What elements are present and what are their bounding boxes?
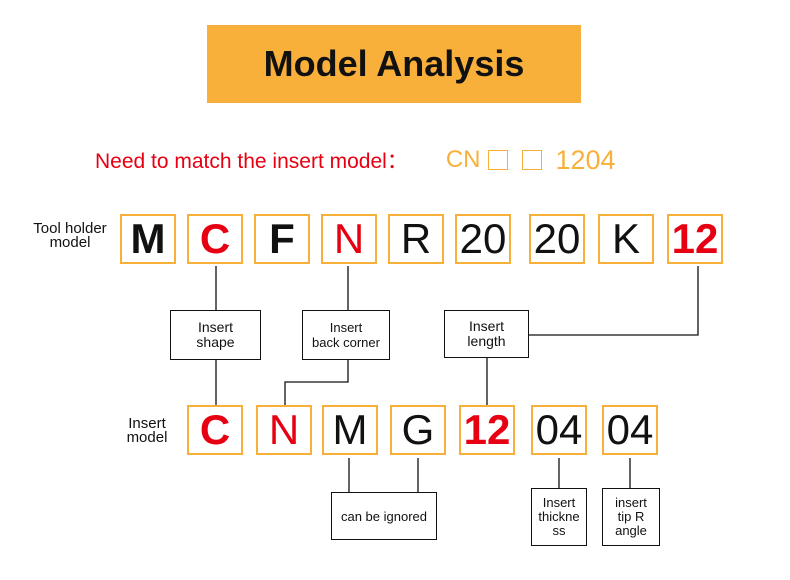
holder-cell-1: M	[120, 214, 176, 264]
holder-cell-3: F	[254, 214, 310, 264]
insert-model-label: Insert model	[115, 415, 179, 446]
label-thickness-line-3: ss	[552, 523, 566, 538]
label-insert-shape: Insert shape	[170, 310, 261, 360]
page-title: Model Analysis	[263, 43, 525, 84]
label-insert-shape-line-1: Insert	[197, 319, 233, 335]
tool-holder-label: Tool holder model	[20, 220, 120, 251]
insert-model-label-line-2: model	[126, 429, 168, 446]
connector-back-corner-bottom	[284, 360, 349, 405]
label-tip-angle-line-3: angle	[615, 523, 647, 538]
label-tip-angle-line-2: tip R	[617, 509, 645, 524]
title-banner: Model Analysis	[207, 25, 581, 103]
insert-suffix: 1204	[555, 144, 616, 175]
holder-cell-9: 12	[667, 214, 723, 264]
insert-model-label-line-1: Insert	[128, 415, 166, 432]
label-thickness: Insert thickne ss	[531, 488, 587, 546]
placeholder-square-2	[521, 150, 542, 170]
label-insert-length-line-2: length	[467, 333, 506, 349]
insert-cell-1: C	[187, 405, 243, 455]
insert-cell-6: 04	[531, 405, 587, 455]
holder-cell-5: R	[388, 214, 444, 264]
label-back-corner-line-2: back corner	[312, 335, 380, 350]
holder-cell-2: C	[187, 214, 243, 264]
label-tip-angle: insert tip R angle	[602, 488, 660, 546]
connector-length-top	[529, 266, 699, 336]
label-back-corner: Insert back corner	[302, 310, 390, 360]
insert-cell-3: M	[322, 405, 378, 455]
tool-holder-label-line-2: model	[49, 234, 91, 251]
holder-cell-6: 20	[455, 214, 511, 264]
need-to-match-row: Need to match the insert model： CN 1204	[95, 140, 616, 180]
placeholder-square-1	[487, 150, 508, 170]
insert-cell-2: N	[256, 405, 312, 455]
need-label: Need to match the insert model：	[95, 150, 408, 173]
insert-cell-5: 12	[459, 405, 515, 455]
holder-cell-4: N	[321, 214, 377, 264]
tool-holder-label-line-1: Tool holder	[33, 220, 107, 237]
label-thickness-line-1: Insert	[542, 495, 576, 510]
label-can-be-ignored-text: can be ignored	[340, 508, 427, 524]
label-insert-length: Insert length	[444, 310, 529, 358]
label-back-corner-line-1: Insert	[329, 320, 363, 335]
insert-prefix: CN	[445, 146, 481, 173]
holder-cell-7: 20	[529, 214, 585, 264]
label-tip-angle-line-1: insert	[615, 495, 647, 510]
label-can-be-ignored: can be ignored	[331, 492, 437, 540]
label-insert-length-line-1: Insert	[468, 318, 504, 334]
label-insert-shape-line-2: shape	[196, 334, 235, 350]
holder-cell-8: K	[598, 214, 654, 264]
insert-cell-7: 04	[602, 405, 658, 455]
insert-cell-4: G	[390, 405, 446, 455]
label-thickness-line-2: thickne	[538, 509, 580, 524]
